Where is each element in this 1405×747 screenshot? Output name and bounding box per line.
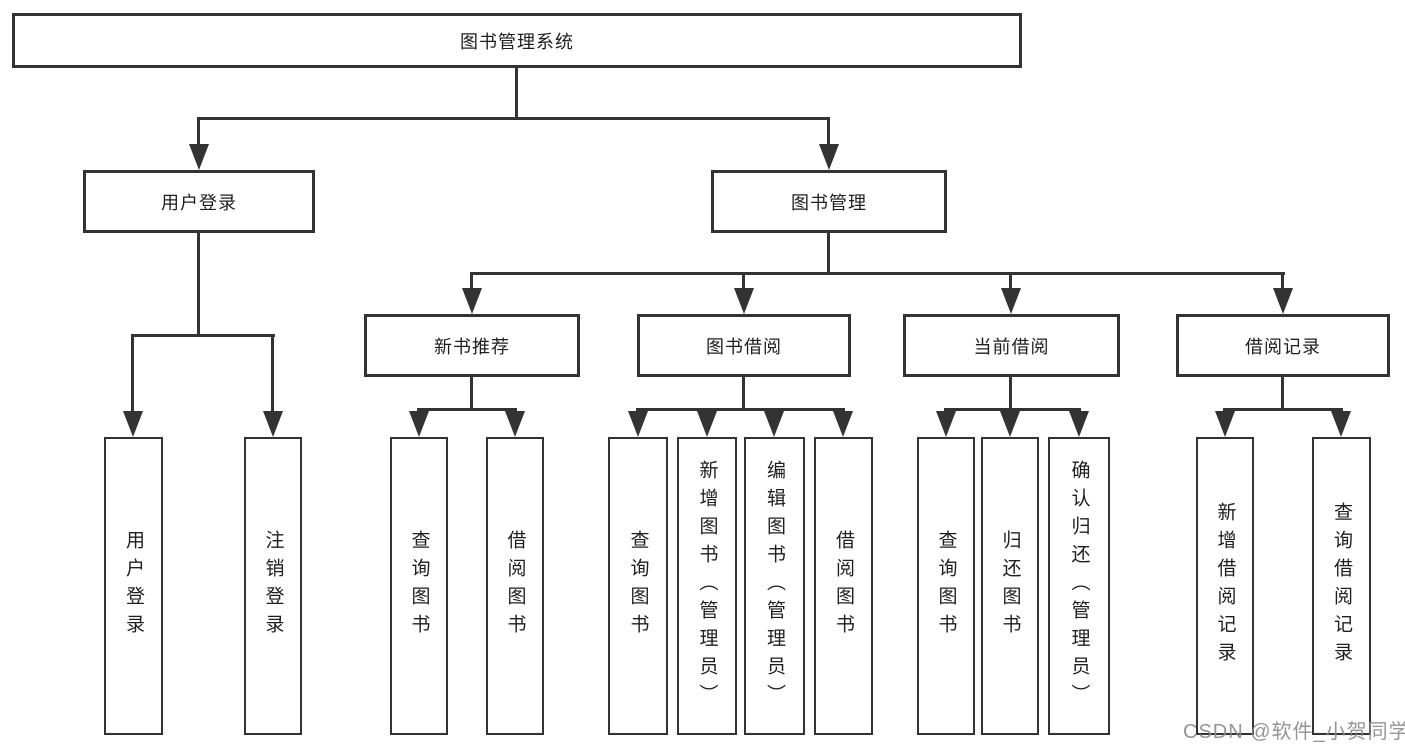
node-book-management: 图书管理 xyxy=(711,170,947,233)
leaf-confirm-return-admin: 确认归还（管理员） xyxy=(1048,437,1110,735)
arrow-down-icon xyxy=(1069,411,1089,437)
arrow-down-icon xyxy=(462,288,482,314)
leaf-borrow-query-books: 查询图书 xyxy=(608,437,668,735)
leaf-query-borrow-record: 查询借阅记录 xyxy=(1312,437,1371,735)
arrow-down-icon xyxy=(1215,411,1235,437)
arrow-down-icon xyxy=(263,411,283,437)
leaf-label: 新增图书（管理员） xyxy=(696,460,718,712)
leaf-user-login: 用户登录 xyxy=(104,437,163,735)
leaf-label: 借阅图书 xyxy=(504,530,526,642)
leaf-recommend-borrow-books: 借阅图书 xyxy=(486,437,544,735)
leaf-label: 查询借阅记录 xyxy=(1331,502,1352,670)
node-root: 图书管理系统 xyxy=(12,13,1022,68)
leaf-current-query-books: 查询图书 xyxy=(917,437,975,735)
connector-line xyxy=(1223,408,1343,411)
node-current-borrow-label: 当前借阅 xyxy=(973,336,1050,357)
node-new-book-recommend: 新书推荐 xyxy=(364,314,580,377)
leaf-edit-books-admin: 编辑图书（管理员） xyxy=(744,437,805,735)
leaf-recommend-query-books: 查询图书 xyxy=(390,437,448,735)
arrow-down-icon xyxy=(628,411,648,437)
csdn-watermark: CSDN @软件_小贺同学 xyxy=(1183,721,1405,743)
connector-line xyxy=(1009,272,1012,290)
arrow-down-icon xyxy=(764,411,784,437)
arrow-down-icon xyxy=(1331,411,1351,437)
arrow-down-icon xyxy=(819,144,839,170)
connector-line xyxy=(515,68,518,118)
connector-line xyxy=(197,233,200,336)
node-new-book-recommend-label: 新书推荐 xyxy=(434,336,510,357)
arrow-down-icon xyxy=(1001,288,1021,314)
connector-line xyxy=(417,408,517,411)
leaf-borrow-books: 借阅图书 xyxy=(814,437,873,735)
arrow-down-icon xyxy=(409,411,429,437)
leaf-label: 注销登录 xyxy=(262,530,284,642)
leaf-label: 用户登录 xyxy=(123,530,144,642)
arrow-down-icon xyxy=(1000,411,1020,437)
node-book-borrow: 图书借阅 xyxy=(637,314,851,377)
arrow-down-icon xyxy=(1273,288,1293,314)
arrow-down-icon xyxy=(123,411,143,437)
arrow-down-icon xyxy=(734,288,754,314)
leaf-label: 查询图书 xyxy=(408,530,430,642)
arrow-down-icon xyxy=(936,411,956,437)
connector-line xyxy=(742,272,745,290)
leaf-label: 查询图书 xyxy=(935,530,957,642)
connector-line xyxy=(1281,377,1284,411)
connector-line xyxy=(197,117,830,120)
node-book-borrow-label: 图书借阅 xyxy=(706,336,782,357)
node-borrow-records-label: 借阅记录 xyxy=(1245,336,1321,357)
connector-line xyxy=(944,408,1081,411)
connector-line xyxy=(197,117,200,147)
leaf-label: 借阅图书 xyxy=(833,530,854,642)
connector-line xyxy=(470,377,473,411)
leaf-add-books-admin: 新增图书（管理员） xyxy=(677,437,737,735)
leaf-add-borrow-record: 新增借阅记录 xyxy=(1196,437,1254,735)
leaf-label: 编辑图书（管理员） xyxy=(764,460,785,712)
arrow-down-icon xyxy=(189,144,209,170)
node-book-management-label: 图书管理 xyxy=(791,192,867,213)
connector-line xyxy=(271,334,274,414)
connector-line xyxy=(827,117,830,147)
arrow-down-icon xyxy=(505,411,525,437)
node-user-login: 用户登录 xyxy=(83,170,315,233)
connector-line xyxy=(470,272,473,290)
node-borrow-records: 借阅记录 xyxy=(1176,314,1390,377)
connector-line xyxy=(636,408,845,411)
connector-line xyxy=(827,233,830,274)
leaf-label: 确认归还（管理员） xyxy=(1068,460,1090,712)
leaf-logout: 注销登录 xyxy=(244,437,302,735)
connector-line xyxy=(1281,272,1284,290)
leaf-label: 归还图书 xyxy=(999,530,1021,642)
connector-line xyxy=(470,272,1285,275)
leaf-label: 查询图书 xyxy=(627,530,649,642)
connector-line xyxy=(1009,377,1012,411)
connector-line xyxy=(131,334,275,337)
node-current-borrow: 当前借阅 xyxy=(903,314,1120,377)
leaf-return-books: 归还图书 xyxy=(981,437,1039,735)
leaf-label: 新增借阅记录 xyxy=(1214,502,1236,670)
connector-line xyxy=(131,334,134,414)
connector-line xyxy=(742,377,745,411)
arrow-down-icon xyxy=(697,411,717,437)
node-user-login-label: 用户登录 xyxy=(161,192,237,213)
arrow-down-icon xyxy=(833,411,853,437)
node-root-label: 图书管理系统 xyxy=(460,31,574,52)
